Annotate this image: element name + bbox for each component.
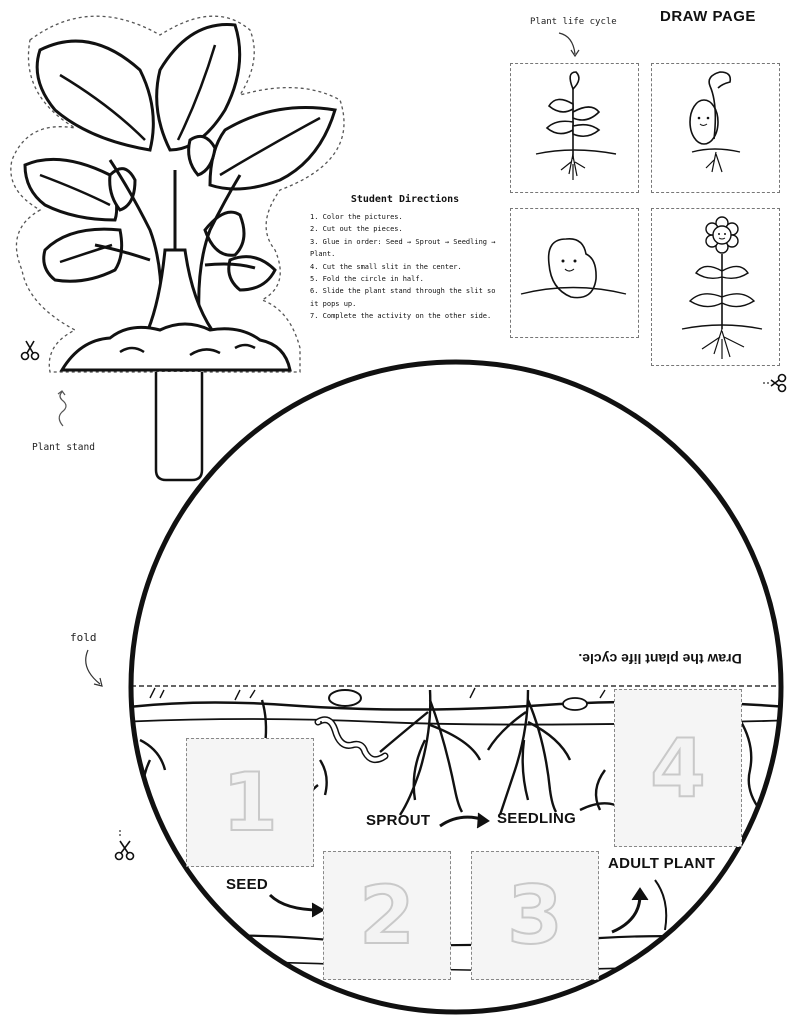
fold-arrow-icon [85, 649, 103, 687]
slot-number: 1 [221, 755, 279, 850]
direction-step: 5. Fold the circle in half. [310, 275, 424, 284]
direction-step: 3. Glue in order: Seed → Sprout → Seedli… [310, 237, 496, 259]
picture-card-seed[interactable] [510, 208, 639, 338]
scissors-icon [763, 373, 787, 393]
picture-card-adult-plant[interactable] [651, 208, 780, 366]
glue-slot-3[interactable]: 3 [471, 851, 599, 980]
fold-label: fold [70, 631, 97, 644]
stage-label-seedling: SEEDLING [497, 810, 577, 827]
draw-instruction-upside-down: Draw the plant life cycle. [578, 651, 742, 667]
direction-step: 7. Complete the activity on the other si… [310, 312, 492, 321]
direction-step: 6. Slide the plant stand through the sli… [310, 287, 496, 308]
stage-label-seed: SEED [226, 876, 269, 893]
smiling-seed-picture [520, 237, 627, 299]
glue-slot-2[interactable]: 2 [323, 851, 451, 980]
picture-card-sprouting-seed[interactable] [651, 63, 780, 193]
draw-page-title: DRAW PAGE [660, 8, 756, 25]
glue-slot-1[interactable]: 1 [186, 738, 314, 867]
direction-step: 4. Cut the small slit in the center. [310, 262, 462, 271]
student-directions: Student Directions 1. Color the pictures… [310, 194, 500, 323]
flowering-plant-picture [681, 216, 763, 359]
seedling-picture [535, 71, 617, 180]
plant-stand-cutout [10, 15, 345, 482]
stage-label-adult-plant: ADULT PLANT [608, 855, 716, 872]
cut-outline [10, 15, 345, 373]
directions-title: Student Directions [350, 194, 460, 205]
glue-slot-4[interactable]: 4 [614, 689, 742, 847]
direction-step: 1. Color the pictures. [310, 213, 403, 221]
sprouting-seed-picture [689, 71, 741, 173]
slot-number: 4 [649, 721, 707, 816]
plant-stand-label: Plant stand [32, 442, 95, 453]
scissors-icon [20, 340, 40, 361]
picture-card-seedling[interactable] [510, 63, 639, 193]
scissors-icon [114, 830, 135, 861]
slot-number: 3 [506, 868, 564, 963]
slot-number: 2 [358, 868, 416, 963]
squiggle-arrow-icon [57, 390, 67, 427]
stage-label-sprout: SPROUT [366, 812, 431, 829]
direction-step: 2. Cut out the pieces. [310, 225, 403, 234]
curved-arrow-icon [558, 32, 580, 58]
plant-life-cycle-label: Plant life cycle [530, 17, 617, 27]
